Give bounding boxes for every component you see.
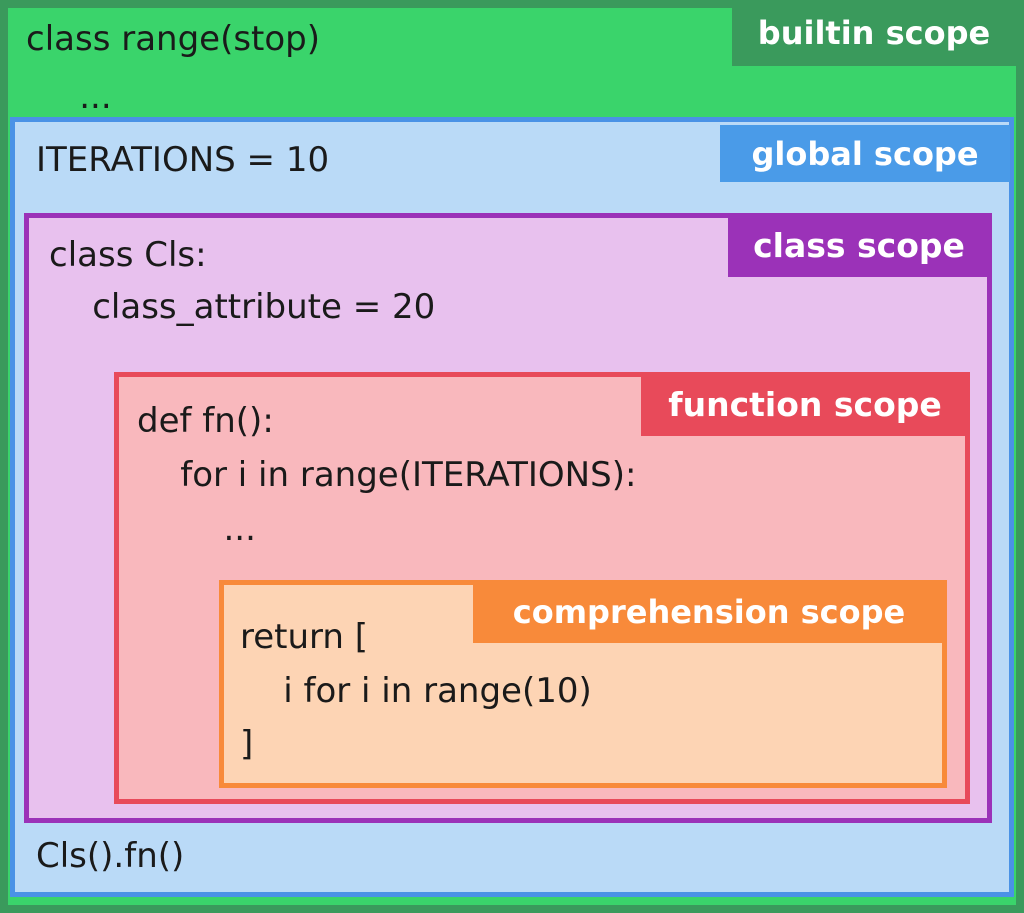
comprehension-code-line-3: ] (240, 724, 254, 764)
global-code-line-1: ITERATIONS = 10 (36, 140, 330, 180)
builtin-scope-label: builtin scope (732, 0, 1016, 66)
function-code-line-3: ... (137, 509, 256, 549)
class-scope-label: class scope (728, 214, 990, 277)
comprehension-scope-label: comprehension scope (473, 581, 945, 643)
function-scope-label: function scope (641, 373, 969, 436)
class-code-line-1: class Cls: (49, 235, 207, 275)
function-code-line-1: def fn(): (137, 401, 274, 441)
builtin-code-line-1: class range(stop) (26, 19, 321, 59)
builtin-code-line-2: ... (36, 77, 112, 117)
function-code-line-2: for i in range(ITERATIONS): (137, 455, 637, 495)
global-scope-label: global scope (720, 125, 1010, 182)
comprehension-code-line-2: i for i in range(10) (240, 671, 592, 711)
comprehension-code-line-1: return [ (240, 617, 369, 657)
global-footer-line: Cls().fn() (36, 836, 185, 876)
class-code-line-2: class_attribute = 20 (49, 287, 436, 327)
